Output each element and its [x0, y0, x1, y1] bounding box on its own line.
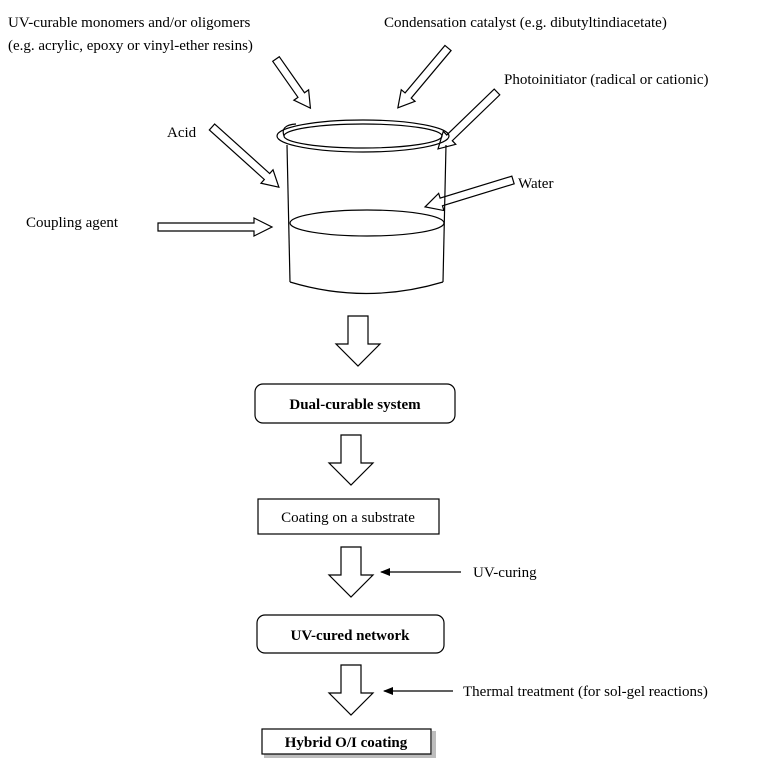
label-catalyst: Condensation catalyst (e.g. dibutyltindi… [384, 15, 667, 31]
step-dual-curable: Dual-curable system [254, 383, 456, 424]
step-coating: Coating on a substrate [257, 498, 440, 535]
step-hybrid: Hybrid O/I coating [261, 728, 436, 758]
step-coating-label: Coating on a substrate [281, 510, 415, 526]
label-coupling-agent: Coupling agent [26, 215, 119, 231]
label-monomers-line2: (e.g. acrylic, epoxy or vinyl-ether resi… [8, 38, 253, 54]
label-acid: Acid [167, 125, 197, 141]
beaker [276, 119, 450, 295]
step-uv-cured-label: UV-cured network [290, 628, 410, 644]
arrow-down-3 [327, 546, 375, 598]
arrow-water [423, 175, 515, 212]
step-dual-curable-label: Dual-curable system [289, 397, 421, 413]
arrow-coupling-agent [157, 217, 274, 237]
label-thermal: Thermal treatment (for sol-gel reactions… [463, 684, 708, 700]
arrow-monomers [271, 55, 312, 110]
label-uv-curing: UV-curing [473, 565, 537, 581]
arrow-photoinitiator [437, 88, 501, 150]
label-monomers-line1: UV-curable monomers and/or oligomers [8, 15, 250, 31]
arrow-down-1 [334, 315, 382, 367]
step-hybrid-shadow [432, 731, 436, 755]
arrow-acid [208, 123, 280, 189]
arrow-down-2 [327, 434, 375, 486]
step-hybrid-label: Hybrid O/I coating [285, 735, 408, 751]
arrow-down-4 [327, 664, 375, 716]
step-hybrid-shadow-bottom [264, 754, 436, 758]
arrow-catalyst [397, 44, 452, 109]
label-photoinitiator: Photoinitiator (radical or cationic) [504, 72, 709, 88]
step-uv-cured: UV-cured network [256, 614, 445, 654]
label-water: Water [518, 176, 553, 192]
